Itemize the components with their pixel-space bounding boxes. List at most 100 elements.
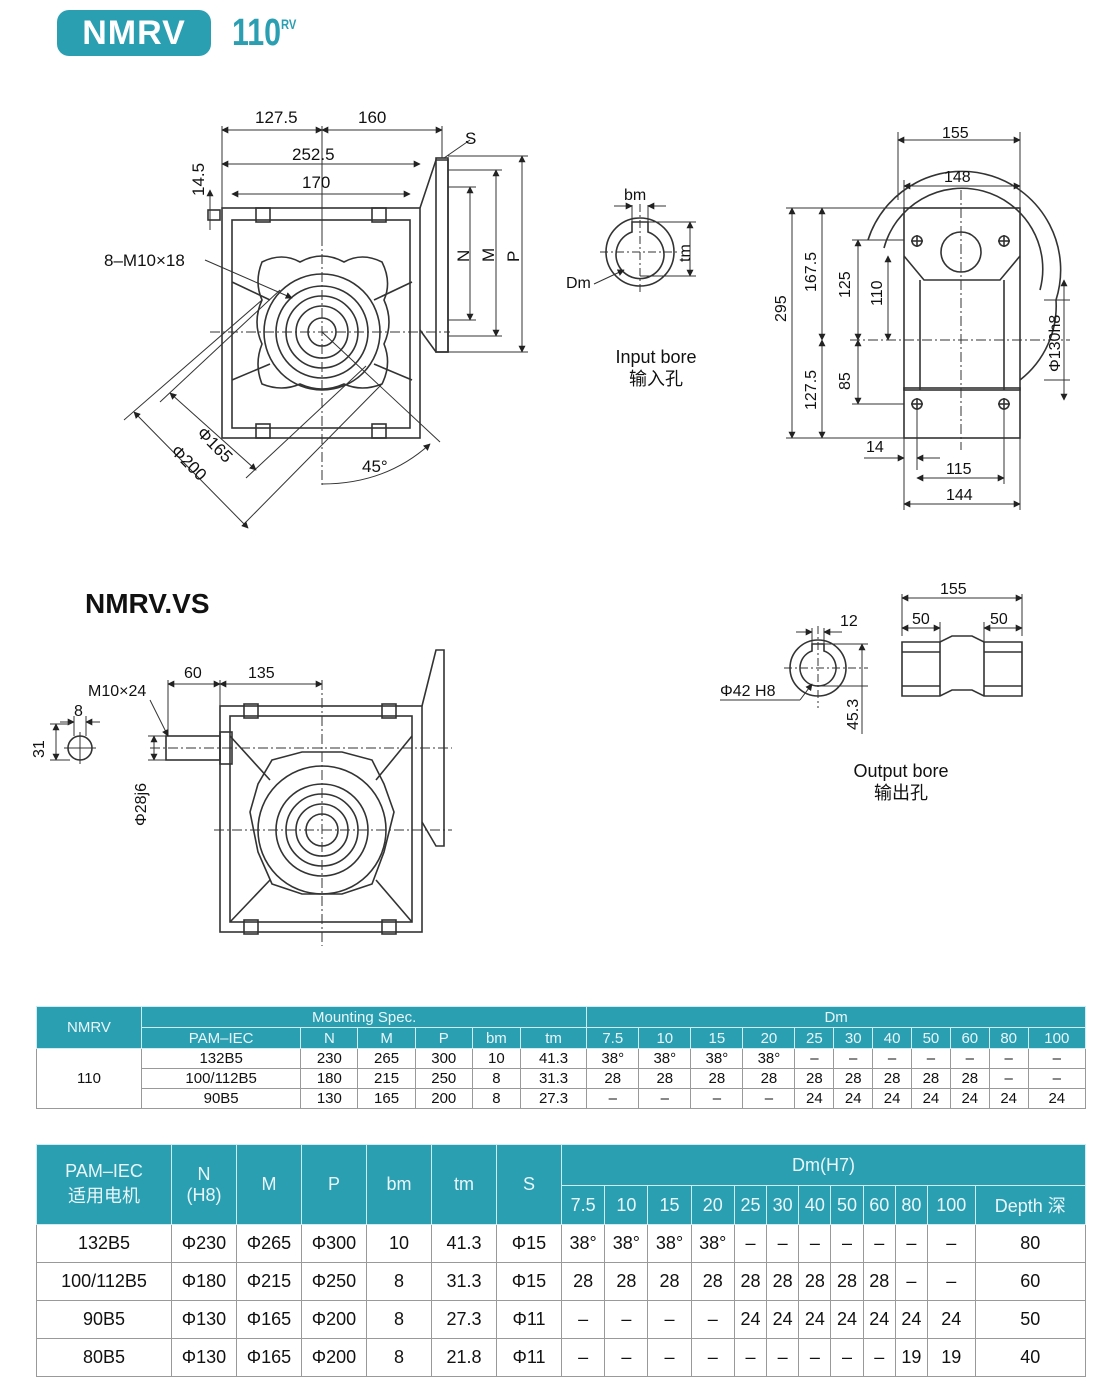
table-cell: 27.3 bbox=[519, 1088, 588, 1109]
input-bore-label-en: Input bore bbox=[615, 347, 697, 367]
vs-heading: NMRV.VS bbox=[85, 588, 210, 619]
table-cell: 28 bbox=[766, 1262, 800, 1301]
side-dim-167-5: 167.5 bbox=[803, 252, 820, 292]
table-cell: Φ165 bbox=[236, 1300, 302, 1339]
table-cell: 38° bbox=[690, 1048, 744, 1069]
table-cell: 27.3 bbox=[431, 1300, 497, 1339]
table-cell: – bbox=[733, 1338, 768, 1377]
output-bore-drawing bbox=[789, 635, 1023, 697]
table-cell: – bbox=[560, 1300, 606, 1339]
label-p: P bbox=[504, 251, 523, 262]
table-cell: – bbox=[690, 1088, 744, 1109]
input-bore-tm: tm bbox=[677, 244, 694, 262]
table-cell: – bbox=[988, 1068, 1029, 1089]
label-n: N bbox=[454, 250, 473, 262]
table-cell: – bbox=[638, 1088, 692, 1109]
side-dim-85: 85 bbox=[837, 372, 854, 390]
vs-dim-135: 135 bbox=[248, 665, 275, 682]
th-dm-col-6: 40 bbox=[872, 1027, 913, 1049]
th-dm-col-0: 7.5 bbox=[586, 1027, 640, 1049]
dim-phi200: Φ200 bbox=[167, 441, 210, 484]
table-cell: 28 bbox=[742, 1068, 796, 1089]
side-dim-14: 14 bbox=[866, 439, 884, 456]
th-pam-en: PAM–IEC bbox=[65, 1161, 143, 1181]
table-cell: 10 bbox=[471, 1048, 521, 1069]
table-cell: – bbox=[604, 1300, 649, 1339]
table-cell: Φ165 bbox=[236, 1338, 302, 1377]
table-cell: 24 bbox=[733, 1300, 768, 1339]
table-cell: 38° bbox=[690, 1224, 735, 1263]
table-cell: 28 bbox=[833, 1068, 874, 1089]
th-dm-col-8: 60 bbox=[862, 1185, 896, 1225]
th-dm-col-3: 20 bbox=[742, 1027, 796, 1049]
bolt-spec: 8–M10×18 bbox=[104, 251, 185, 270]
th-nmrv: NMRV bbox=[36, 1006, 142, 1049]
th-dm: Dm bbox=[586, 1006, 1086, 1028]
table-cell-depth: 80 bbox=[974, 1224, 1087, 1263]
table-cell: 38° bbox=[560, 1224, 606, 1263]
table-cell: – bbox=[830, 1224, 864, 1263]
dim-170: 170 bbox=[302, 173, 330, 192]
model-size: 110 bbox=[232, 12, 282, 54]
th-dm-col-9: 80 bbox=[988, 1027, 1029, 1049]
vs-view-dimensions: 60 135 M10×24 8 31 Φ28j6 bbox=[31, 665, 275, 826]
table-cell: – bbox=[927, 1262, 976, 1301]
dim-14-5: 14.5 bbox=[189, 163, 208, 196]
table-cell: – bbox=[830, 1338, 864, 1377]
table-cell-depth: 60 bbox=[974, 1262, 1087, 1301]
output-dim-45-3: 45.3 bbox=[845, 699, 862, 730]
dim-252-5: 252.5 bbox=[292, 145, 335, 164]
table-cell: 28 bbox=[872, 1068, 913, 1089]
table-cell-depth: 40 bbox=[974, 1338, 1087, 1377]
output-bore-label-en: Output bore bbox=[853, 761, 949, 781]
th-dm-col-8: 60 bbox=[949, 1027, 990, 1049]
table-cell: 24 bbox=[872, 1088, 913, 1109]
table-cell: – bbox=[927, 1224, 976, 1263]
table-cell: 10 bbox=[366, 1224, 432, 1263]
th-depth: Depth 深 bbox=[974, 1185, 1087, 1225]
table-cell: Φ130 bbox=[171, 1338, 237, 1377]
table-cell: 24 bbox=[1027, 1088, 1087, 1109]
output-bore-caption: Output bore 输出孔 bbox=[836, 760, 966, 804]
table-cell: Φ11 bbox=[496, 1338, 562, 1377]
table-cell: 28 bbox=[733, 1262, 768, 1301]
table-cell: 38° bbox=[742, 1048, 796, 1069]
th-dm-col-10: 100 bbox=[1027, 1027, 1087, 1049]
table-cell: – bbox=[766, 1224, 800, 1263]
input-bore-bm: bm bbox=[624, 187, 646, 204]
table-cell: – bbox=[604, 1338, 649, 1377]
table-cell: 28 bbox=[798, 1262, 832, 1301]
table-cell: 24 bbox=[988, 1088, 1029, 1109]
output-dim-50b: 50 bbox=[990, 611, 1008, 628]
table-cell: 24 bbox=[798, 1300, 832, 1339]
table-cell: 28 bbox=[647, 1262, 692, 1301]
table-cell: 24 bbox=[949, 1088, 990, 1109]
table-cell: – bbox=[911, 1048, 951, 1069]
table-cell: 8 bbox=[366, 1300, 432, 1339]
th-sub-5: tm bbox=[519, 1027, 588, 1049]
table-cell: 180 bbox=[300, 1068, 359, 1089]
vs-dim-phi28: Φ28j6 bbox=[133, 783, 150, 826]
side-dim-155: 155 bbox=[942, 125, 969, 142]
table-cell: 8 bbox=[366, 1262, 432, 1301]
table-cell: – bbox=[647, 1338, 692, 1377]
table-cell: – bbox=[798, 1338, 832, 1377]
table-cell: – bbox=[833, 1048, 874, 1069]
table-cell: 28 bbox=[638, 1068, 692, 1089]
table-cell: 24 bbox=[862, 1300, 896, 1339]
th-dm-col-2: 15 bbox=[690, 1027, 744, 1049]
vs-dim-8: 8 bbox=[74, 703, 83, 720]
th-dm-col-3: 20 bbox=[690, 1185, 735, 1225]
table-cell: 28 bbox=[862, 1262, 896, 1301]
table-cell: 38° bbox=[586, 1048, 640, 1069]
table-cell: 230 bbox=[300, 1048, 359, 1069]
th-n: N(H8) bbox=[171, 1144, 237, 1225]
th-dm-col-7: 50 bbox=[911, 1027, 951, 1049]
table-cell: 24 bbox=[794, 1088, 835, 1109]
th-sub-0: PAM–IEC bbox=[140, 1027, 302, 1049]
table-cell: – bbox=[766, 1338, 800, 1377]
